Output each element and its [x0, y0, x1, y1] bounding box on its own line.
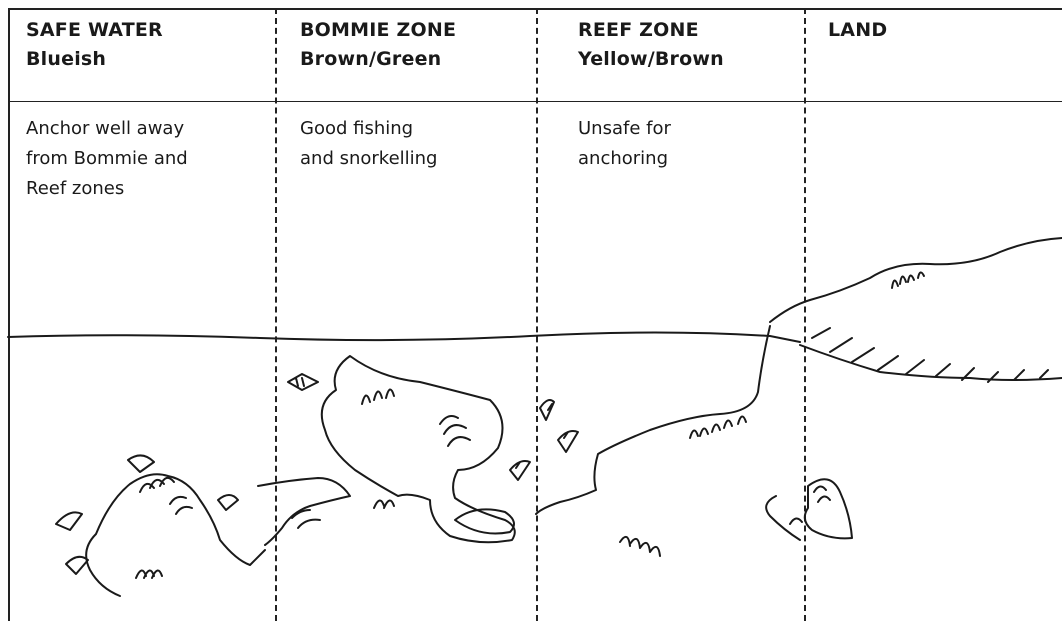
left-rock-outline: [86, 474, 265, 596]
land-grass: [892, 272, 924, 288]
land-underwater-edge: [800, 345, 1062, 380]
fish-8: [66, 557, 88, 574]
fish-5: [128, 455, 154, 472]
bommie-large-outline: [322, 356, 515, 542]
fish-4: [510, 461, 530, 480]
land-zone-rock: [766, 479, 852, 540]
land-hatching: [812, 328, 1048, 382]
fish-7: [218, 495, 238, 510]
fish-2: [540, 400, 554, 420]
fish-3: [558, 431, 578, 452]
seafloor-ripples: [136, 500, 660, 578]
fish-6: [56, 512, 82, 530]
fish-1: [288, 374, 318, 390]
land-outline: [770, 238, 1062, 322]
bommie-large-texture: [362, 389, 470, 446]
reef-shelf-texture: [690, 416, 746, 438]
reef-shelf-outline: [536, 326, 770, 514]
water-surface-line: [8, 333, 800, 343]
land-zone-rock-texture: [790, 486, 830, 524]
